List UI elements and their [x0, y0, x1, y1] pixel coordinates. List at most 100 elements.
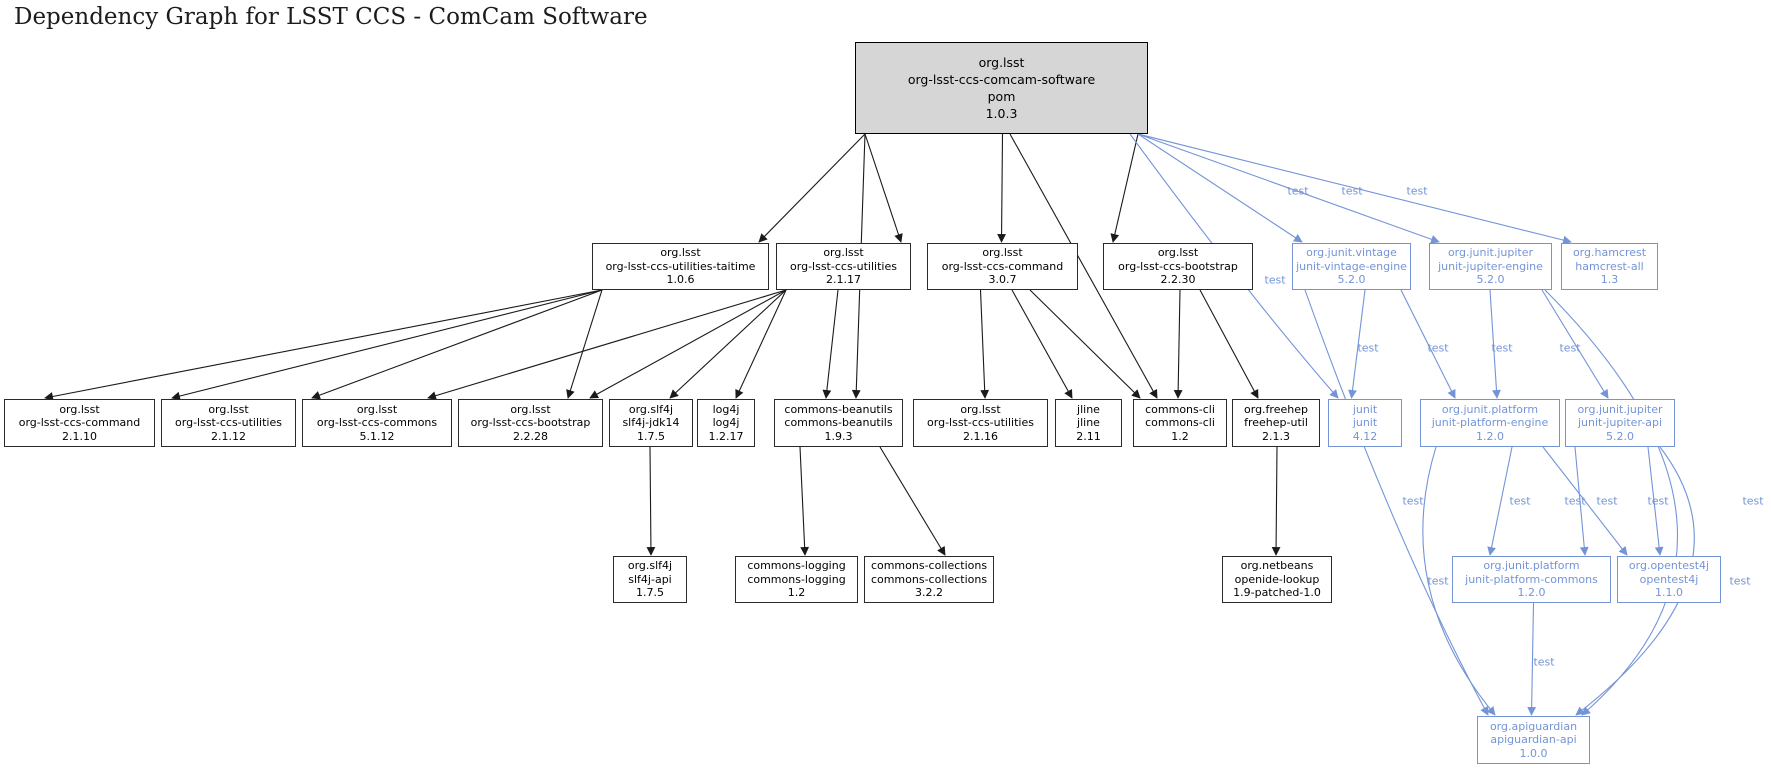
node-bootstrap2230-line-0: org.lsst [1157, 246, 1199, 260]
edge-root-command307 [997, 133, 1006, 243]
node-junit-line-0: junit [1352, 402, 1378, 416]
edge-jupiterapi-opentest4j [1647, 446, 1664, 556]
node-freehep-line-0: org.freehep [1244, 402, 1308, 416]
edge-label-jupiterapi-opentest4j: test [1647, 494, 1669, 508]
node-utilities2116-line-0: org.lsst [960, 402, 1001, 416]
edge-jupiterapi-platformcommons [1574, 446, 1589, 556]
edge-label-root-jupiterengine: test [1341, 184, 1363, 198]
edge-label-platformengine-platformcommons: test [1509, 494, 1531, 508]
edge-utilities2117-beanutils [822, 289, 839, 399]
node-jupiterengine-line-0: org.junit.jupiter [1447, 246, 1534, 260]
edge-bootstrap2230-commonscli [1173, 289, 1183, 399]
node-utilities2116-line-1: org-lsst-ccs-utilities [927, 416, 1034, 430]
edge-label-root-junit: test [1264, 273, 1286, 287]
node-openide-line-0: org.netbeans [1240, 559, 1314, 573]
node-bootstrap2228-line-1: org-lsst-ccs-bootstrap [470, 416, 591, 430]
node-taitime-line-0: org.lsst [660, 246, 701, 260]
edge-vintage-platformengine [1400, 289, 1456, 399]
node-opentest4j-line-1: opentest4j [1639, 572, 1699, 586]
node-jline-line-0: jline [1077, 402, 1100, 416]
node-commonscollections-line-1: commons-collections [870, 572, 988, 586]
node-slf4japi-line-2: 1.7.5 [636, 586, 664, 600]
node-apiguardian-line-2: 1.0.0 [1519, 746, 1548, 760]
edge-root-taitime [758, 133, 866, 243]
edge-root-utilities2117 [864, 133, 903, 243]
edge-taitime-utilities2112 [171, 289, 603, 401]
edge-command307-jline [1011, 289, 1073, 399]
node-hamcrest-line-2: 1.3 [1600, 273, 1619, 287]
edge-label-vintage-apiguardian: test [1427, 574, 1449, 588]
edge-taitime-commons5112 [311, 289, 603, 400]
node-opentest4j-line-2: 1.1.0 [1655, 586, 1683, 600]
node-openide-line-2: 1.9-patched-1.0 [1233, 586, 1321, 600]
node-jline-line-2: 2.11 [1076, 429, 1101, 443]
node-commonscli-line-2: 1.2 [1171, 429, 1189, 443]
node-jupiterapi-line-2: 5.2.0 [1606, 429, 1634, 443]
node-root-line-0: org.lsst [978, 55, 1025, 70]
node-command307-line-0: org.lsst [982, 246, 1023, 260]
node-utilities2117-line-2: 2.1.17 [826, 273, 861, 287]
node-freehep-line-1: freehep-util [1244, 416, 1308, 430]
node-hamcrest-line-0: org.hamcrest [1572, 246, 1647, 260]
node-jline-line-1: jline [1077, 416, 1100, 430]
node-command2110-line-0: org.lsst [59, 402, 100, 416]
node-utilities2112-line-2: 2.1.12 [211, 429, 246, 443]
node-commonslogging-line-1: commons-logging [747, 572, 846, 586]
node-platformengine-line-1: junit-platform-engine [1431, 416, 1549, 430]
edge-label-platformengine-apiguardian: test [1402, 494, 1424, 508]
node-bootstrap2230-line-1: org-lsst-ccs-bootstrap [1118, 259, 1238, 273]
edge-root-hamcrest [1137, 133, 1572, 245]
node-taitime-line-1: org-lsst-ccs-utilities-taitime [605, 259, 756, 273]
edge-bootstrap2230-freehep [1199, 289, 1259, 399]
edge-root-bootstrap2230 [1110, 133, 1139, 243]
edge-label-jupiterengine-platformengine: test [1491, 341, 1513, 355]
node-commonslogging-line-0: commons-logging [747, 559, 846, 573]
edge-jupiterengine-platformengine [1489, 289, 1501, 399]
graph-title: Dependency Graph for LSST CCS - ComCam S… [14, 4, 648, 30]
edge-utilities2117-commons5112 [427, 289, 787, 400]
node-beanutils-line-0: commons-beanutils [784, 402, 893, 416]
node-junit-line-1: junit [1352, 416, 1378, 430]
node-slf4japi-line-1: slf4j-api [628, 572, 672, 586]
node-vintage-line-0: org.junit.vintage [1306, 246, 1397, 260]
edge-platformengine-platformcommons [1487, 446, 1513, 556]
node-log4j-line-0: log4j [712, 402, 740, 416]
edge-label-jupiterengine-jupiterapi: test [1559, 341, 1581, 355]
node-hamcrest-line-1: hamcrest-all [1575, 259, 1644, 273]
node-apiguardian-line-0: org.apiguardian [1489, 719, 1578, 733]
node-commonscli-line-1: commons-cli [1145, 416, 1215, 430]
node-apiguardian-line-1: apiguardian-api [1490, 733, 1577, 747]
node-vintage-line-2: 5.2.0 [1337, 273, 1366, 287]
edge-label-vintage-junit: test [1357, 341, 1379, 355]
edge-utilities2117-slf4jjdk14 [669, 289, 787, 399]
node-log4j-line-1: log4j [712, 416, 740, 430]
edge-label-vintage-platformengine: test [1427, 341, 1449, 355]
edge-utilities2117-bootstrap2228 [589, 289, 787, 399]
edge-label-platformcommons-apiguardian: test [1533, 655, 1555, 669]
node-bootstrap2230-line-2: 2.2.30 [1160, 273, 1196, 287]
node-bootstrap2228-line-0: org.lsst [510, 402, 551, 416]
edge-utilities2117-log4j [735, 289, 787, 399]
node-platformengine-line-2: 1.2.0 [1476, 429, 1504, 443]
edge-vintage-apiguardian [1304, 289, 1489, 716]
